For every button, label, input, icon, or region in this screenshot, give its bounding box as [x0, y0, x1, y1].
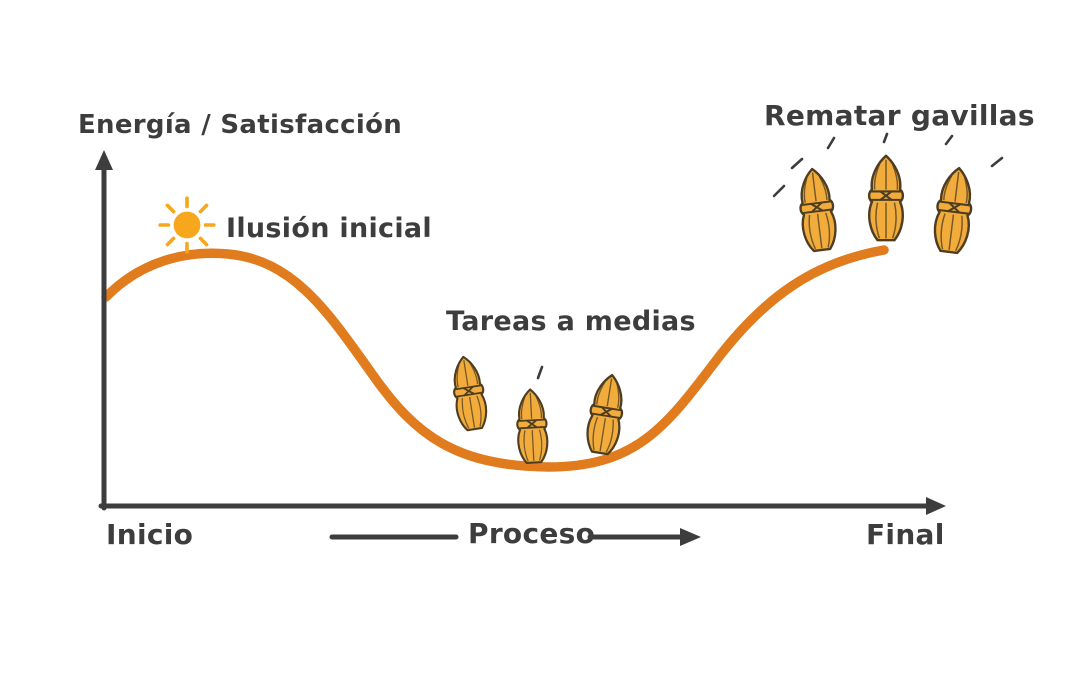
- wheat-sheaf-icon: [447, 353, 491, 433]
- sparkle-dash: [882, 132, 889, 144]
- y-axis-label: Energía / Satisfacción: [78, 110, 403, 140]
- wheat-sheaf-icon: [514, 387, 550, 465]
- wheat-sheaf-icon: [794, 165, 840, 254]
- x-label-final: Final: [866, 518, 945, 551]
- energy-curve: [101, 245, 889, 472]
- x-label-proceso: Proceso: [468, 517, 596, 550]
- sparkle-dash: [536, 365, 544, 380]
- wheat-sheaf-icon: [867, 154, 905, 242]
- middle-sheaves-group: [447, 353, 629, 465]
- final-sheaves-group: [772, 132, 1004, 256]
- y-axis-arrowhead: [95, 150, 113, 170]
- sparkle-dash: [826, 136, 836, 150]
- sun-icon: [154, 192, 220, 258]
- annotation-ilusion-inicial: Ilusión inicial: [226, 213, 432, 244]
- sparkle-dash: [790, 157, 804, 170]
- wheat-sheaf-icon: [930, 164, 978, 256]
- x-axis-arrowhead: [926, 497, 946, 515]
- wheat-sheaf-icon: [583, 371, 629, 457]
- proceso-arrowhead: [680, 528, 701, 546]
- sparkle-dash: [990, 156, 1004, 168]
- x-label-inicio: Inicio: [106, 518, 194, 551]
- annotation-rematar-gavillas: Rematar gavillas: [764, 99, 1035, 132]
- sparkle-dash: [944, 134, 954, 146]
- sparkle-dash: [772, 184, 786, 198]
- annotation-tareas-a-medias: Tareas a medias: [446, 306, 696, 337]
